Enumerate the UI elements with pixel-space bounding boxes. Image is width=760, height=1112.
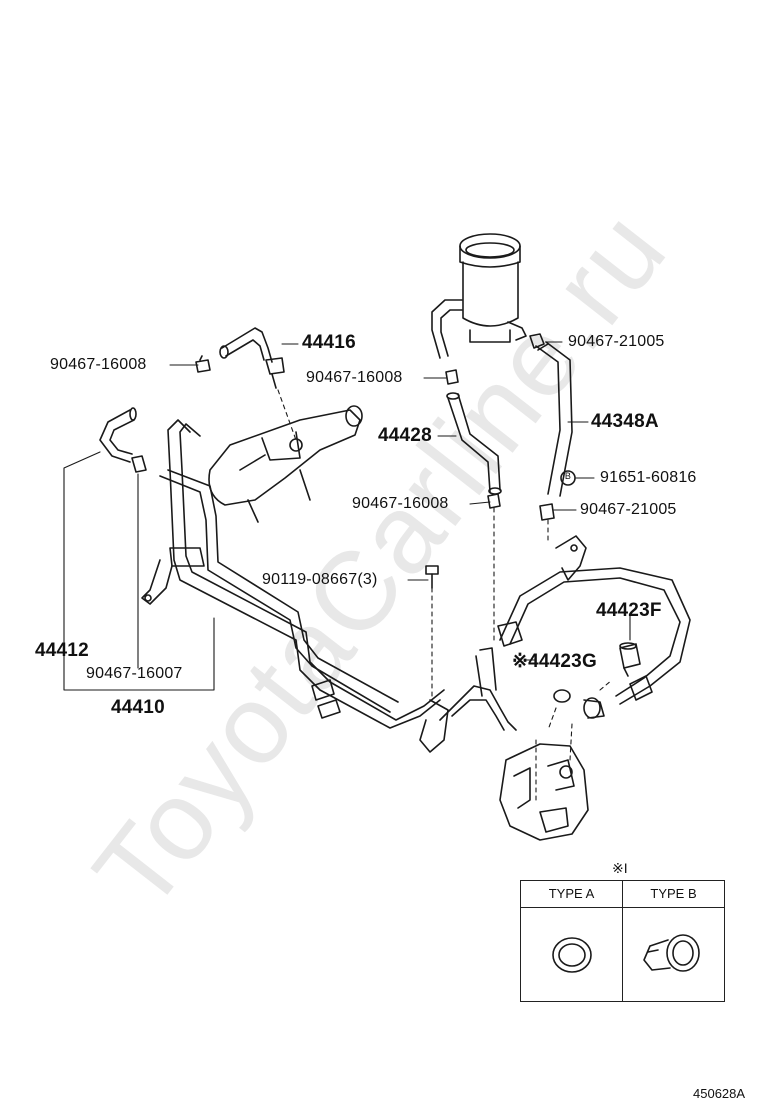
label-leader-lines [63, 341, 631, 691]
bolt-marker-letter: B [564, 471, 572, 481]
label-44423G: ※44423G [512, 651, 597, 672]
label-90467-16008-low: 90467-16008 [352, 495, 449, 512]
label-44416: 44416 [302, 332, 356, 353]
legend-note: ※I [612, 860, 628, 876]
legend-header-type-b: TYPE B [623, 881, 724, 908]
label-44348A: 44348A [591, 411, 659, 432]
fastener-leader-dashes [431, 507, 573, 801]
legend-icon-type-b [643, 934, 700, 972]
reservoir-tank [431, 233, 527, 359]
label-44428: 44428 [378, 425, 432, 446]
label-90467-21005-low: 90467-21005 [580, 501, 677, 518]
clamp-90467-21005-top [529, 333, 545, 349]
label-90467-16008-mid: 90467-16008 [306, 369, 403, 386]
pressure-hose-loop [497, 535, 691, 705]
clamp-90467-16008-low [487, 493, 501, 509]
label-44423F: 44423F [596, 600, 662, 621]
label-90467-16008-left: 90467-16008 [50, 356, 147, 373]
label-90467-21005-top: 90467-21005 [568, 333, 665, 350]
figure-code: 450628A [693, 1086, 746, 1101]
hose-44412 [99, 407, 137, 463]
gasket-type-legend: TYPE A TYPE B [520, 880, 725, 1002]
legend-header-type-a: TYPE A [521, 881, 622, 908]
hose-44428 [446, 392, 502, 495]
clamp-90467-16008-mid [445, 369, 459, 385]
label-91651-60816: 91651-60816 [600, 469, 697, 486]
gasket-44423G [553, 689, 605, 719]
legend-column-type-a: TYPE A [521, 881, 623, 1001]
leader-dashes-44416 [277, 389, 297, 441]
label-44412: 44412 [35, 640, 89, 661]
legend-column-type-b: TYPE B [623, 881, 724, 1001]
hose-44416 [219, 327, 285, 389]
hose-44348A [535, 341, 573, 497]
union-fitting-44423F [619, 642, 641, 677]
bolt-90119-08667 [425, 565, 439, 589]
clamp-90467-16008-left [195, 355, 211, 373]
leader-dashes-gasket [547, 679, 613, 731]
clamp-90467-16007 [131, 455, 147, 473]
label-90119-08667: 90119-08667(3) [262, 571, 378, 588]
tube-assembly-44410 [141, 419, 517, 753]
bolt-marker-91651-60816 [560, 470, 576, 486]
label-44410: 44410 [111, 697, 165, 718]
power-steering-pump [499, 743, 589, 841]
legend-icon-type-a [552, 937, 592, 973]
steering-gear-housing [208, 405, 363, 523]
clamp-90467-21005-low [539, 503, 555, 521]
label-90467-16007: 90467-16007 [86, 665, 183, 682]
